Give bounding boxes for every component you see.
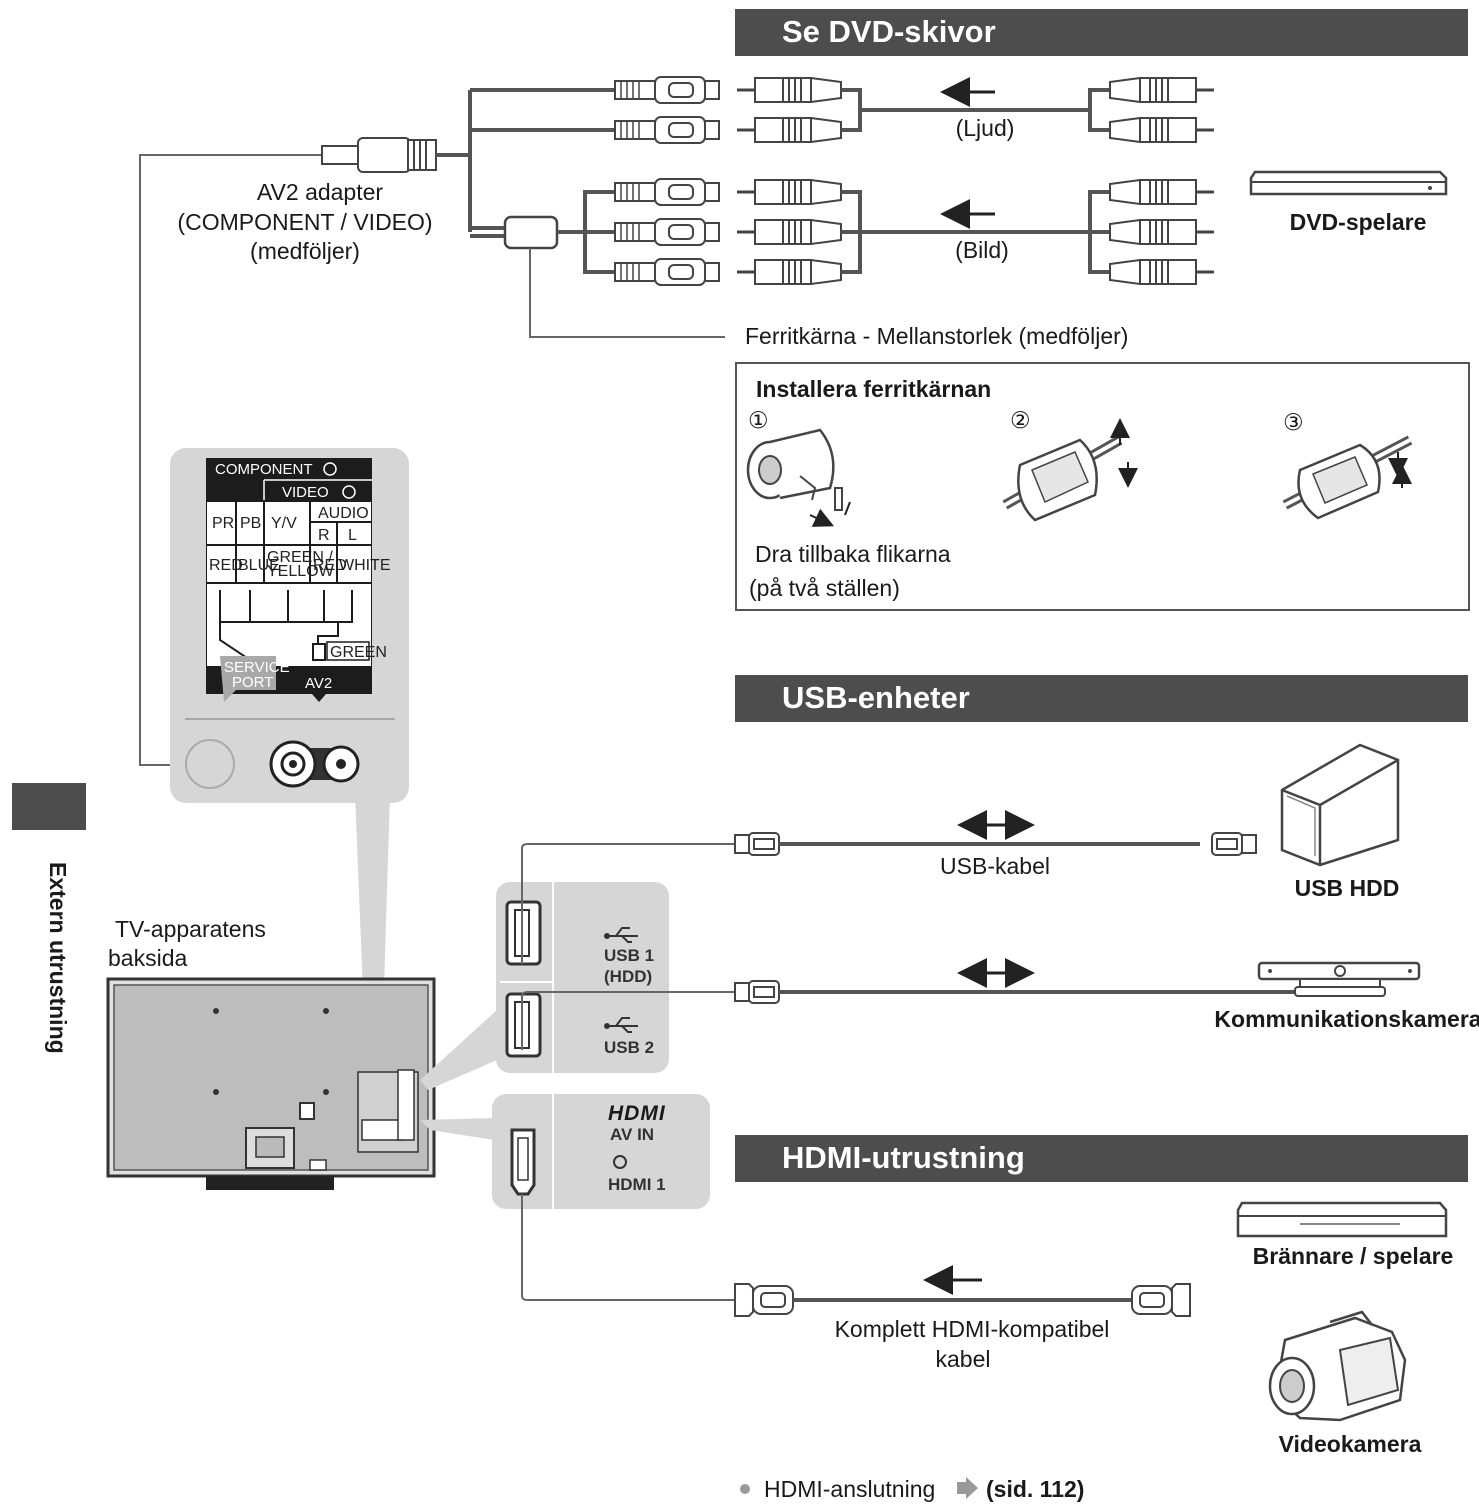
usb-icon [604,927,638,943]
panel-audio-r: R [318,527,330,544]
install-ferrite-title: Installera ferritkärnan [756,376,991,402]
usb-icon [604,1017,638,1033]
usb-callout-wedge [420,1010,497,1090]
communication-camera-device: Kommunikationskamera [1214,961,1479,1032]
recorder-label: Brännare / spelare [1253,1243,1454,1269]
section-title-usb: USB-enheter [782,680,970,715]
hdmi1-label: HDMI 1 [608,1175,666,1194]
video-label: (Bild) [955,237,1009,263]
dvd-av-cables [841,88,1110,274]
panel-red-2: RED [313,557,347,574]
av2-adapter-label: AV2 adapter [257,179,384,205]
usb2-label: USB 2 [604,1038,654,1057]
hdmi-cable-label-2: kabel [936,1346,991,1372]
usb-cable-camera [521,958,1300,1050]
av2-adapter-sub: (COMPONENT / VIDEO) [177,209,432,235]
panel-blue: BLUE [238,557,280,574]
side-tab-label: Extern utrustning [45,862,71,1054]
step-3-number: ③ [1283,409,1304,435]
panel-av2-label: AV2 [305,675,332,692]
panel-service-port-1: SERVICE [224,659,290,676]
section-header-hdmi: HDMI-utrustning [735,1135,1468,1182]
camcorder-device: Videokamera [1268,1310,1422,1457]
tv-label-line2: baksida [108,945,187,971]
hdmi-cable-label-1: Komplett HDMI-kompatibel [835,1316,1110,1342]
arrow-right-icon [957,1477,978,1499]
ferrite-label: Ferritkärna - Mellanstorlek (medföljer) [745,323,1128,349]
audio-label: (Ljud) [956,115,1015,141]
service-port-jack [185,739,235,789]
panel-pr: PR [212,515,234,532]
usb-hdd-device: USB HDD [1280,743,1400,901]
panel-video-label: VIDEO [282,484,329,501]
usb-cable-hdd: USB-kabel [521,810,1257,964]
usb1-hdd-label: (HDD) [604,967,652,986]
section-title-dvd: Se DVD-skivor [782,14,996,49]
panel-green: GREEN [330,644,387,661]
footer-page-ref[interactable]: (sid. 112) [986,1476,1084,1502]
panel-pb: PB [240,515,261,532]
usb-hdd-label: USB HDD [1295,875,1400,901]
step-2-number: ② [1010,407,1031,433]
av2-adapter-note: (medföljer) [250,238,360,264]
adapter-rca-connectors [614,76,720,286]
av2-plug [321,137,437,173]
panel-service-port-2: PORT [232,674,273,691]
panel-audio-l: L [348,527,357,544]
tv-label-line1: TV-apparatens [115,916,266,942]
panel-component-label: COMPONENT [215,461,313,478]
ferrite-step-3-illustration [1282,435,1413,520]
usb1-label: USB 1 [604,946,654,965]
ferrite-step-1-illustration [746,428,851,527]
hdmi-port-panel: HDMI AV IN HDMI 1 [492,1094,710,1209]
av2-terminal-panel: COMPONENT VIDEO PR PB Y/V AUDIO R L RED … [170,448,409,1115]
footer-text: HDMI-anslutning [764,1476,935,1502]
av-in-label: AV IN [610,1125,654,1144]
recorder-device: Brännare / spelare [1236,1201,1454,1269]
section-header-dvd: Se DVD-skivor [735,9,1468,56]
input-icon [613,1155,627,1169]
panel-audio: AUDIO [318,505,369,522]
panel-red: RED [209,557,243,574]
ferrite-step-2-illustration [1002,418,1138,522]
usb-cable-label: USB-kabel [940,853,1050,879]
cable-rca-plugs-left [735,76,843,286]
panel-green-yellow-2: YELLOW [267,563,335,580]
av2-adapter [139,88,725,766]
install-ferrite-box: Installera ferritkärnan ① ② ③ [735,362,1470,611]
install-note-line1: Dra tillbaka flikarna [755,541,951,567]
hdmi-logo: HDMI [608,1102,666,1125]
footer-note: HDMI-anslutning (sid. 112) [740,1476,1084,1502]
ferrite-core [503,215,559,250]
side-tab: Extern utrustning [12,783,86,1054]
step-1-number: ① [748,407,769,433]
usb-port-panel: USB 1 (HDD) USB 2 [496,882,669,1073]
panel-white: WHITE [339,557,391,574]
dvd-player-label: DVD-spelare [1290,209,1427,235]
panel-yv: Y/V [271,515,297,532]
communication-camera-label: Kommunikationskamera [1214,1006,1479,1032]
install-note-line2: (på två ställen) [749,575,900,601]
section-header-usb: USB-enheter [735,675,1468,722]
section-title-hdmi: HDMI-utrustning [782,1140,1025,1175]
camcorder-label: Videokamera [1279,1431,1422,1457]
hdmi-callout-wedge [420,1118,494,1140]
tv-back: TV-apparatens baksida [106,916,436,1190]
dvd-player: DVD-spelare [1249,170,1448,235]
cable-rca-plugs-right [1110,78,1214,284]
panel-green-yellow-1: GREEN / [267,549,333,566]
hdmi-cable: Komplett HDMI-kompatibel kabel [521,1194,1191,1372]
